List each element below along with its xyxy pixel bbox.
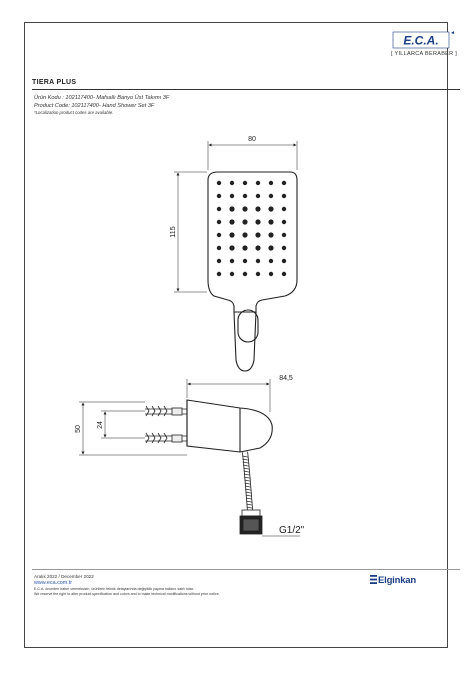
spray-nozzle	[216, 219, 222, 225]
spray-nozzle	[229, 271, 235, 277]
spray-nozzle	[255, 245, 261, 251]
spray-nozzle	[242, 180, 248, 186]
spray-nozzle	[242, 271, 248, 277]
shower-head	[207, 171, 298, 372]
spray-nozzle	[255, 258, 261, 264]
spray-nozzle	[255, 219, 261, 225]
spray-nozzle	[268, 258, 274, 264]
spray-nozzle	[281, 245, 287, 251]
spray-nozzle	[229, 219, 235, 225]
footer-legal-en: We reserve the right to alter product sp…	[34, 591, 220, 596]
spray-nozzle	[268, 245, 274, 251]
product-code-en: Product Code: 102117400- Hand Shower Set…	[34, 102, 155, 109]
spray-nozzle	[268, 219, 274, 225]
spray-nozzle	[281, 258, 287, 264]
localization-note: *Localization product codes are availabl…	[34, 110, 114, 116]
hose-nut	[239, 509, 263, 535]
product-title: TIERA PLUS	[32, 79, 77, 86]
spray-nozzle-grid	[216, 180, 287, 277]
spray-nozzle	[281, 180, 287, 186]
wall-anchor-top	[145, 405, 187, 417]
spray-nozzle	[268, 206, 274, 212]
spray-nozzle	[255, 180, 261, 186]
center-nozzle-mark	[248, 226, 254, 232]
dimension-length	[174, 171, 207, 293]
shower-hose	[242, 451, 253, 511]
eca-logo-mark: E.C.A.	[392, 31, 454, 49]
spray-nozzle	[281, 193, 287, 199]
product-code-tr: Ürün Kodu : 102117400- Mafsallı Banyo Üs…	[34, 95, 170, 101]
spray-nozzle	[242, 232, 248, 238]
spray-nozzle	[268, 193, 274, 199]
elginkan-mark-icon	[370, 575, 377, 584]
spray-nozzle	[242, 206, 248, 212]
footer-info: Aralık 2022 / December 2022 www.eca.com.…	[34, 574, 220, 597]
wall-holder	[186, 399, 273, 453]
spray-nozzle	[281, 206, 287, 212]
footer-divider	[32, 569, 460, 570]
spray-nozzle	[229, 258, 235, 264]
spray-nozzle	[229, 206, 235, 212]
spray-nozzle	[216, 258, 222, 264]
spray-nozzle	[216, 232, 222, 238]
dimension-width-label: 80	[248, 136, 256, 143]
spray-nozzle	[242, 219, 248, 225]
spray-nozzle	[229, 193, 235, 199]
spray-nozzle	[216, 193, 222, 199]
spray-nozzle	[255, 232, 261, 238]
svg-text:E.C.A.: E.C.A.	[403, 34, 438, 48]
spray-nozzle	[216, 180, 222, 186]
dimension-thread-label: G1/2"	[279, 525, 305, 536]
wall-anchor-bottom	[145, 432, 187, 444]
spray-nozzle	[255, 271, 261, 277]
spray-nozzle	[229, 232, 235, 238]
spray-nozzle	[268, 180, 274, 186]
elginkan-logo: Elginkan	[370, 575, 416, 586]
dimension-anchor-spacing	[101, 410, 145, 439]
logo-tagline: [ YILLARCA BERABER ]	[390, 51, 458, 57]
dimension-anchor-spacing-label: 24	[97, 421, 104, 429]
spray-nozzle	[268, 232, 274, 238]
dimension-offset-label: 84,5	[279, 375, 293, 382]
spray-nozzle	[242, 193, 248, 199]
spray-nozzle	[242, 245, 248, 251]
elginkan-wordmark: Elginkan	[378, 575, 416, 586]
dimension-length-label: 115	[170, 226, 177, 237]
spray-nozzle	[281, 271, 287, 277]
spray-nozzle	[229, 180, 235, 186]
footer-date: Aralık 2022 / December 2022	[34, 574, 94, 579]
spray-nozzle	[281, 219, 287, 225]
spray-nozzle	[255, 206, 261, 212]
spray-nozzle	[242, 258, 248, 264]
spray-nozzle	[281, 232, 287, 238]
spray-nozzle	[216, 206, 222, 212]
product-codes: Ürün Kodu : 102117400- Mafsallı Banyo Üs…	[34, 95, 169, 116]
title-divider	[32, 89, 460, 90]
spray-nozzle	[216, 271, 222, 277]
footer-website-link[interactable]: www.eca.com.tr	[34, 580, 73, 587]
dimension-width	[207, 141, 298, 170]
eca-logo: E.C.A. [ YILLARCA BERABER ]	[388, 30, 460, 57]
dimension-offset	[186, 379, 271, 412]
dimension-height-label: 50	[75, 425, 82, 433]
spray-nozzle	[229, 245, 235, 251]
footer-legal-tr: E.C.A. önceden haber vermeksizin, ürünle…	[34, 586, 194, 591]
spray-nozzle	[255, 193, 261, 199]
spray-nozzle	[216, 245, 222, 251]
spray-nozzle	[268, 271, 274, 277]
dimension-height	[79, 401, 187, 456]
spec-sheet-frame	[24, 22, 448, 648]
